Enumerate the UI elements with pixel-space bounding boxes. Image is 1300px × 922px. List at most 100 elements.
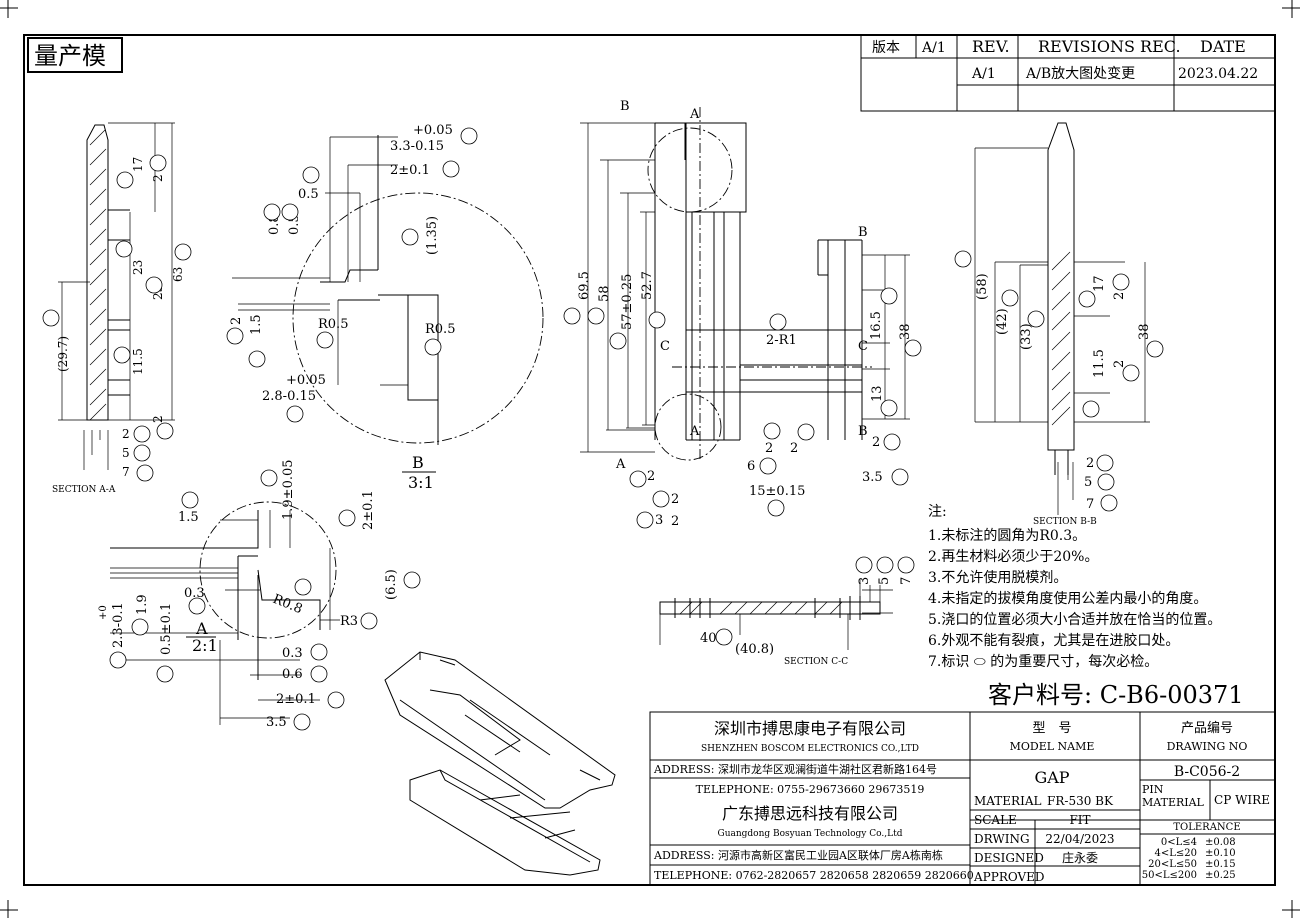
svg-text:5: 5: [1084, 475, 1092, 490]
svg-text:2: 2: [872, 435, 880, 450]
isometric-part-view: [384, 651, 616, 876]
svg-text:7: 7: [1086, 497, 1094, 512]
svg-text:0.5: 0.5: [298, 187, 319, 202]
section-aa-view: SECTION A-A 17 2 23 25 63 11.5 (29.7) 2 …: [52, 122, 185, 495]
section-cc-title: SECTION C-C: [784, 657, 848, 667]
svg-text:69.5: 69.5: [577, 271, 592, 300]
svg-text:ADDRESS: 河源市高新区富民工业园A区联体厂房A栋南栋: ADDRESS: 河源市高新区富民工业园A区联体厂房A栋南栋: [653, 848, 943, 862]
view-letter-c1: C: [660, 339, 670, 354]
svg-text:2.8-0.15: 2.8-0.15: [262, 389, 316, 404]
svg-text:11.5: 11.5: [131, 348, 145, 375]
svg-text:7: 7: [899, 577, 914, 585]
mass-production-stamp: 量产模: [27, 37, 123, 73]
svg-text:0.6: 0.6: [282, 667, 303, 682]
detail-a-scale: 2:1: [192, 636, 218, 655]
svg-text:13: 13: [870, 385, 885, 402]
svg-text:1.9±0.05: 1.9±0.05: [281, 459, 296, 520]
front-view: 69.5 58 57±0.25 52.7 2-R1 16.5 38 13 2 2…: [577, 99, 913, 529]
detail-b-view: +0.05 3.3-0.15 2±0.1 0.5 0.8 0.5 (1.35) …: [229, 123, 544, 492]
svg-text:3.3-0.15: 3.3-0.15: [390, 139, 444, 154]
detail-b-scale: 3:1: [408, 473, 434, 492]
svg-text:2: 2: [1112, 360, 1127, 368]
svg-text:(42): (42): [995, 308, 1010, 335]
customer-part-number: 客户料号: C-B6-00371: [988, 681, 1244, 709]
svg-text:23: 23: [131, 260, 145, 275]
view-letter-a2: A: [689, 424, 700, 439]
svg-text:1.9: 1.9: [135, 594, 150, 615]
svg-text:+0.05: +0.05: [286, 373, 326, 388]
svg-text:A/1: A/1: [971, 66, 996, 82]
svg-text:±0.15: ±0.15: [1205, 859, 1236, 870]
svg-text:R0.8: R0.8: [271, 592, 305, 617]
title-block: 深圳市搏思康电子有限公司 SHENZHEN BOSCOM ELECTRONICS…: [649, 711, 1276, 886]
svg-text:20<L≤50: 20<L≤50: [1148, 859, 1197, 870]
view-letter-c2: C: [858, 339, 868, 354]
svg-text:±0.25: ±0.25: [1205, 870, 1236, 881]
svg-text:ADDRESS: 深圳市龙华区观澜街道牛湖社区君新路164号: ADDRESS: 深圳市龙华区观澜街道牛湖社区君新路164号: [653, 762, 937, 776]
svg-text:1.5: 1.5: [249, 314, 264, 335]
svg-text:R3: R3: [340, 614, 358, 629]
svg-text:REV.: REV.: [972, 37, 1010, 56]
svg-text:±0.10: ±0.10: [1205, 848, 1236, 859]
svg-text:7: 7: [122, 465, 130, 479]
svg-text:(58): (58): [975, 273, 990, 300]
svg-text:2: 2: [671, 514, 679, 529]
svg-text:2023.04.22: 2023.04.22: [1178, 66, 1258, 82]
section-bb-view: (58) (42) (33) 17 2 38 11.5 2 2 5 7 SECT…: [974, 122, 1152, 527]
section-aa-title: SECTION A-A: [52, 485, 116, 495]
svg-text:0.3: 0.3: [184, 586, 205, 601]
svg-text:0.5±0.1: 0.5±0.1: [159, 603, 174, 655]
svg-text:(6.5): (6.5): [384, 569, 399, 600]
svg-text:4<L≤20: 4<L≤20: [1155, 848, 1198, 859]
svg-text:11.5: 11.5: [1092, 349, 1107, 378]
svg-text:7.标识 ⬭ 的为重要尺寸，每次必检。: 7.标识 ⬭ 的为重要尺寸，每次必检。: [928, 654, 1158, 670]
svg-text:SCALE: SCALE: [974, 813, 1017, 827]
svg-text:2: 2: [229, 317, 244, 325]
svg-text:(1.35): (1.35): [425, 216, 440, 255]
svg-text:DRAWING NO: DRAWING NO: [1167, 740, 1248, 753]
detail-b-label: B: [412, 453, 424, 472]
svg-text:0<L≤4: 0<L≤4: [1161, 837, 1197, 848]
svg-text:GAP: GAP: [1034, 768, 1069, 787]
svg-text:2±0.1: 2±0.1: [276, 692, 316, 707]
svg-text:3.5: 3.5: [266, 715, 287, 730]
svg-text:17: 17: [1092, 275, 1107, 292]
svg-text:0.3: 0.3: [282, 646, 303, 661]
svg-text:庄永委: 庄永委: [1062, 850, 1098, 865]
svg-text:2±0.1: 2±0.1: [390, 163, 430, 178]
svg-text:TELEPHONE: 0762-2820657 282065: TELEPHONE: 0762-2820657 2820658 2820659 …: [654, 869, 974, 882]
svg-text:(33): (33): [1019, 323, 1034, 350]
svg-text:2: 2: [765, 441, 773, 456]
detail-a-label: A: [195, 619, 208, 638]
svg-text:2: 2: [647, 469, 655, 484]
detail-a-view: 1.5 1.9±0.05 2±0.1 0.3 +0 2.3-0.1 1.9 0.…: [98, 459, 399, 730]
svg-text:5: 5: [877, 577, 892, 585]
section-bb-title: SECTION B-B: [1033, 517, 1097, 527]
svg-text:TELEPHONE: 0755-29673660 29673: TELEPHONE: 0755-29673660 29673519: [696, 783, 925, 796]
svg-text:2: 2: [790, 441, 798, 456]
svg-text:广东搏思远科技有限公司: 广东搏思远科技有限公司: [722, 804, 898, 823]
balloon-markers: [42, 127, 1164, 731]
view-letter-a1: A: [689, 107, 700, 122]
svg-text:产品编号: 产品编号: [1181, 721, 1233, 736]
svg-text:B-C056-2: B-C056-2: [1174, 764, 1240, 780]
svg-text:6: 6: [747, 459, 755, 474]
svg-text:40: 40: [700, 631, 717, 646]
svg-text:2±0.1: 2±0.1: [361, 490, 376, 530]
svg-text:SHENZHEN BOSCOM ELECTRONICS CO: SHENZHEN BOSCOM ELECTRONICS CO.,LTD: [701, 744, 919, 754]
svg-text:58: 58: [597, 285, 612, 302]
svg-text:型 号: 型 号: [1032, 721, 1071, 736]
svg-text:3: 3: [857, 577, 872, 585]
svg-text:深圳市搏思康电子有限公司: 深圳市搏思康电子有限公司: [714, 719, 906, 738]
svg-text:MATERIAL: MATERIAL: [974, 794, 1042, 808]
svg-text:+0.05: +0.05: [413, 123, 453, 138]
svg-text:+0: +0: [98, 605, 109, 620]
view-letter-a3: A: [615, 457, 626, 472]
svg-text:(40.8): (40.8): [735, 642, 774, 657]
svg-text:DRWING: DRWING: [974, 832, 1030, 846]
svg-text:APPROVED: APPROVED: [973, 870, 1045, 884]
svg-text:2.再生材料必须少于20%。: 2.再生材料必须少于20%。: [928, 549, 1098, 565]
svg-text:量产模: 量产模: [34, 42, 106, 70]
